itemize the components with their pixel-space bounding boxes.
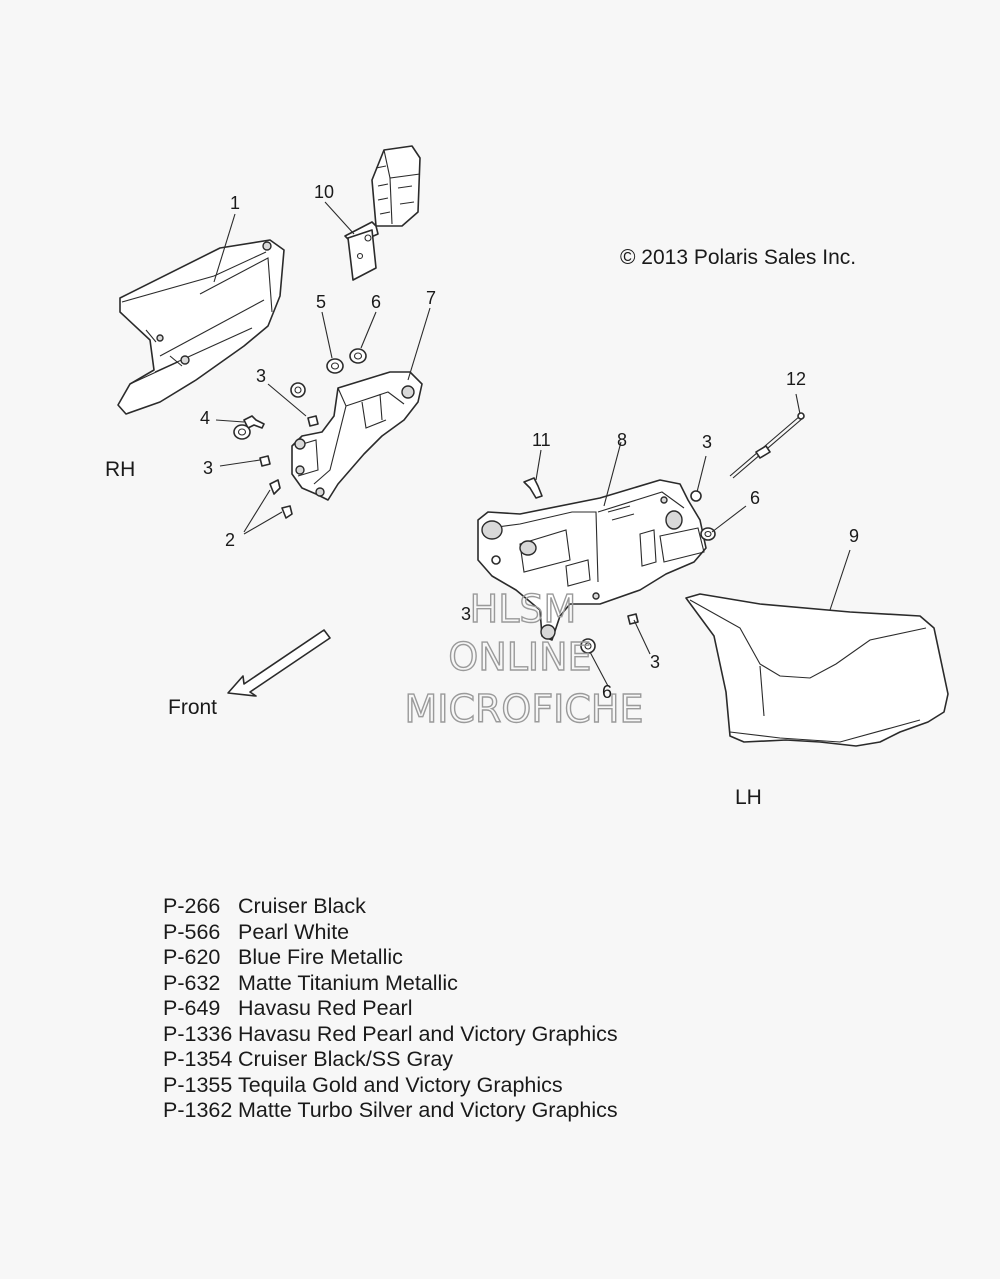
part-10-relay-bracket — [344, 145, 421, 281]
watermark-line-1: HLSM — [470, 587, 577, 631]
paint-code-number: P-632 — [163, 970, 221, 995]
callout-1: 1 — [230, 193, 240, 213]
paint-code-row: P-620 Blue Fire Metallic — [163, 945, 723, 971]
callout-3-lh-bottom: 3 — [650, 652, 660, 672]
part-6-washer-lh-top — [700, 527, 716, 541]
watermark-line-2: ONLINE — [448, 635, 591, 679]
part-6-washer-rh — [233, 424, 251, 440]
callout-8: 8 — [617, 430, 627, 450]
part-11-bolt — [523, 477, 543, 499]
part-6-washer-lh-bottom — [580, 638, 596, 654]
part-2-pins — [269, 479, 293, 519]
front-arrow-icon — [227, 629, 331, 697]
paint-code-number: P-1362 — [163, 1098, 233, 1122]
paint-code-number: P-620 — [163, 945, 221, 969]
part-3-screw-lh-bottom — [627, 613, 639, 625]
callout-4: 4 — [200, 408, 210, 428]
paint-code-row: P-649 Havasu Red Pearl — [163, 996, 723, 1022]
callout-6-rh: 6 — [371, 292, 381, 312]
leader-lines — [213, 201, 851, 687]
paint-code-name: Tequila Gold and Victory Graphics — [238, 1072, 563, 1097]
callout-9: 9 — [849, 526, 859, 546]
watermark: HLSM ONLINE MICROFICHE — [404, 586, 644, 731]
paint-code-name: Blue Fire Metallic — [238, 945, 403, 969]
callout-5: 5 — [316, 292, 326, 312]
paint-code-number: P-1336 — [163, 1021, 233, 1046]
callout-7: 7 — [426, 288, 436, 308]
callout-12: 12 — [786, 369, 806, 389]
paint-code-number: P-266 — [163, 894, 221, 918]
callout-6-lh-bottom: 6 — [602, 682, 612, 702]
paint-code-name: Pearl White — [238, 919, 350, 944]
callout-11: 11 — [532, 430, 551, 450]
callout-2: 2 — [225, 530, 235, 550]
paint-code-number: P-1354 — [163, 1047, 233, 1071]
part-1-rh-side-cover — [117, 239, 285, 415]
paint-code-name: Matte Turbo Silver and Victory Graphics — [238, 1098, 618, 1122]
part-12-cable-tie — [729, 412, 805, 479]
paint-code-number: P-566 — [163, 919, 221, 944]
paint-code-name: Cruiser Black — [238, 894, 366, 918]
paint-code-row: P-632 Matte Titanium Metallic — [163, 971, 723, 997]
paint-code-number: P-1355 — [163, 1072, 233, 1097]
callout-3-lh-top: 3 — [702, 432, 712, 452]
part-7-rh-bracket — [291, 371, 423, 501]
callout-6-lh-top: 6 — [750, 488, 760, 508]
callout-10: 10 — [314, 182, 334, 202]
part-9-lh-side-cover — [685, 593, 949, 747]
lh-label: LH — [735, 786, 762, 809]
callout-3-rh-top: 3 — [256, 366, 266, 386]
paint-code-name: Havasu Red Pearl — [238, 996, 413, 1020]
paint-code-name: Matte Titanium Metallic — [238, 970, 458, 995]
part-3-nut-lh-top — [690, 490, 702, 502]
part-3-grommet-top — [290, 382, 306, 398]
callout-3-lh-left: 3 — [461, 604, 471, 624]
watermark-line-3: MICROFICHE — [404, 687, 643, 731]
copyright-text: © 2013 Polaris Sales Inc. — [620, 246, 856, 269]
part-6-grommet-rh — [349, 348, 367, 364]
paint-code-row: P-266 Cruiser Black — [163, 894, 723, 920]
front-label: Front — [168, 696, 217, 719]
paint-code-number: P-649 — [163, 996, 221, 1020]
part-8-lh-bracket — [477, 479, 707, 641]
part-3-screw-mid — [307, 415, 319, 427]
part-3-nut-lh-left — [491, 555, 501, 565]
part-5-nut — [326, 358, 344, 374]
callout-3-rh: 3 — [203, 458, 213, 478]
part-3-screw-rh — [259, 455, 271, 467]
paint-code-row: P-566 Pearl White — [163, 920, 723, 946]
paint-code-list: P-266 Cruiser Black P-566 Pearl White P-62… — [163, 894, 723, 1124]
paint-code-name: Havasu Red Pearl and Victory Graphics — [238, 1021, 618, 1046]
rh-label: RH — [105, 458, 135, 481]
paint-code-name: Cruiser Black/SS Gray — [238, 1047, 454, 1071]
